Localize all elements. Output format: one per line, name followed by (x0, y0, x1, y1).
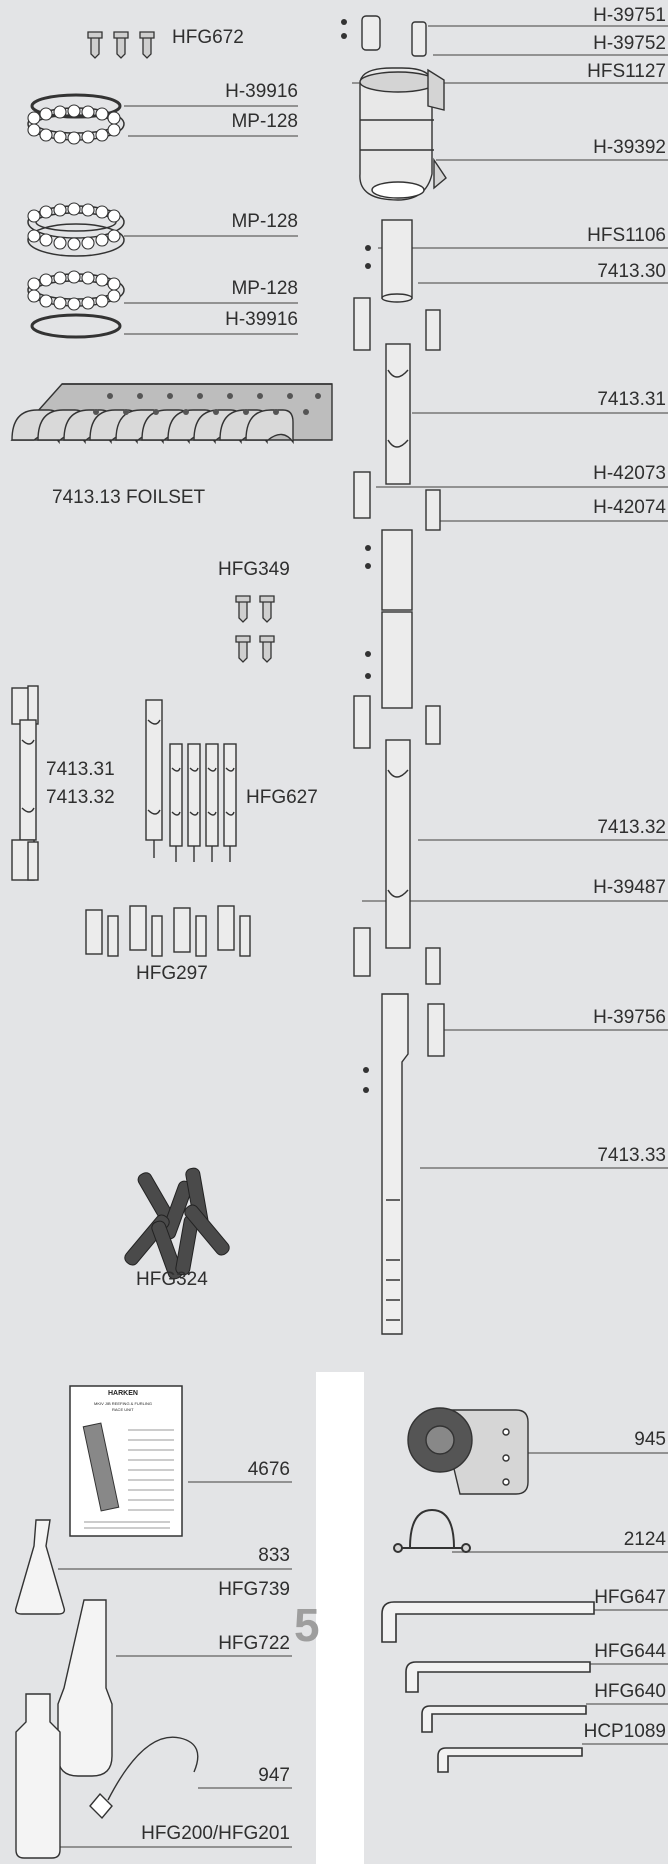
swivel-assembly (359, 15, 447, 201)
label-h39392: H-39392 (593, 137, 666, 158)
label-h39916-bottom: H-39916 (225, 309, 298, 330)
manual-subtitle: RACE UNIT (112, 1407, 134, 1412)
label-833: 833 (258, 1545, 290, 1566)
label-h39487: H-39487 (593, 877, 666, 898)
label-mp128-c: MP-128 (231, 278, 298, 299)
label-hfs1127: HFS1127 (587, 61, 666, 82)
page-number: 5 (294, 1599, 320, 1651)
label-h39756: H-39756 (593, 1007, 666, 1028)
label-h42073: H-42073 (593, 463, 666, 484)
label-hfg297: HFG297 (136, 963, 208, 984)
label-hcp1089: HCP1089 (583, 1721, 666, 1742)
label-hfg349: HFG349 (218, 559, 290, 580)
label-mp128-a: MP-128 (231, 111, 298, 132)
manual-booklet (69, 1385, 183, 1537)
foil-section-left (11, 685, 39, 881)
bearing-balls (27, 104, 121, 311)
foils-hfg627 (145, 699, 237, 862)
label-7413-30: 7413.30 (597, 261, 666, 282)
leader-lines (44, 25, 668, 1848)
label-hfg627: HFG627 (246, 787, 318, 808)
label-h39752: H-39752 (593, 33, 666, 54)
label-hfg200-hfg201: HFG200/HFG201 (141, 1823, 290, 1844)
label-hfg644: HFG644 (594, 1641, 666, 1662)
links-hfg324 (124, 1167, 230, 1280)
white-panel (316, 1372, 364, 1864)
label-7413-32: 7413.32 (597, 817, 666, 838)
label-hfg672: HFG672 (172, 27, 244, 48)
label-hfg739: HFG739 (218, 1579, 290, 1600)
label-hfg722: HFG722 (218, 1633, 290, 1654)
label-947: 947 (258, 1765, 290, 1786)
connectors-hfg297 (85, 905, 251, 957)
label-2124: 2124 (623, 1529, 666, 1550)
label-hfg647: HFG647 (594, 1587, 666, 1608)
label-hfg324: HFG324 (136, 1269, 208, 1290)
label-7413-31: 7413.31 (597, 389, 666, 410)
label-foil-7413-32: 7413.32 (46, 787, 115, 808)
label-foilset: 7413.13 FOILSET (52, 487, 206, 508)
shackle-2124 (393, 1508, 471, 1553)
screws-hfg672 (87, 31, 155, 59)
label-hfs1106: HFS1106 (587, 225, 666, 246)
column-screws (341, 19, 371, 1093)
label-h39916-top: H-39916 (225, 81, 298, 102)
label-h42074: H-42074 (593, 497, 666, 518)
foilset-bundle (10, 383, 333, 445)
manual-title: MKIV JIB REEFING & FURLING (94, 1401, 153, 1406)
label-mp128-b: MP-128 (231, 211, 298, 232)
tools-left (14, 1519, 199, 1859)
exploded-column (353, 219, 445, 1335)
block-945 (407, 1407, 529, 1495)
label-foil-7413-31: 7413.31 (46, 759, 115, 780)
hex-keys (381, 1601, 595, 1773)
label-hfg640: HFG640 (594, 1681, 666, 1702)
label-945: 945 (634, 1429, 666, 1450)
manual-brand: HARKEN (108, 1390, 138, 1397)
label-4676: 4676 (247, 1459, 290, 1480)
screws-hfg349 (235, 595, 275, 663)
label-7413-33: 7413.33 (597, 1145, 666, 1166)
label-h39751: H-39751 (593, 5, 666, 26)
